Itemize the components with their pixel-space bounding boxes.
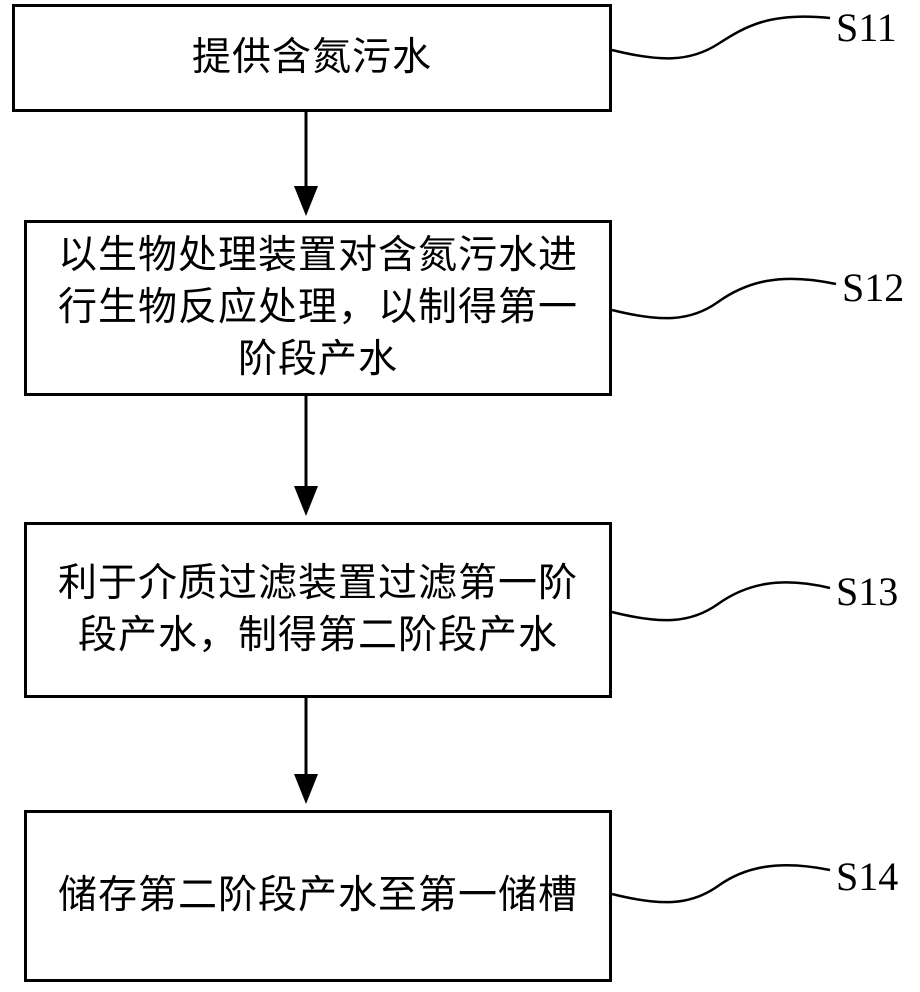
leader-line-s13 <box>611 581 831 622</box>
step-text-s13: 利于介质过滤装置过滤第一阶段产水，制得第二阶段产水 <box>57 561 578 658</box>
step-box-s12: 以生物处理装置对含氮污水进行生物反应处理，以制得第一阶段产水 <box>24 220 612 396</box>
step-box-s13: 利于介质过滤装置过滤第一阶段产水，制得第二阶段产水 <box>24 522 612 698</box>
step-text-s14: 储存第二阶段产水至第一储槽 <box>57 873 578 918</box>
leader-line-s12 <box>611 277 837 320</box>
step-box-s11: 提供含氮污水 <box>12 4 612 112</box>
leader-line-s11 <box>611 15 831 60</box>
arrow-s13-to-s14 <box>294 698 318 804</box>
arrow-s11-to-s12 <box>294 112 318 216</box>
step-box-s14: 储存第二阶段产水至第一储槽 <box>24 810 612 982</box>
step-text-s11: 提供含氮污水 <box>191 35 432 80</box>
step-label-s14: S14 <box>836 854 899 899</box>
step-text-s12: 以生物处理装置对含氮污水进行生物反应处理，以制得第一阶段产水 <box>57 233 578 382</box>
step-label-s11: S11 <box>836 5 897 50</box>
arrow-s12-to-s13 <box>294 396 318 516</box>
step-label-s12: S12 <box>842 265 905 310</box>
leader-line-s14 <box>611 864 831 904</box>
step-label-s13: S13 <box>836 569 899 614</box>
